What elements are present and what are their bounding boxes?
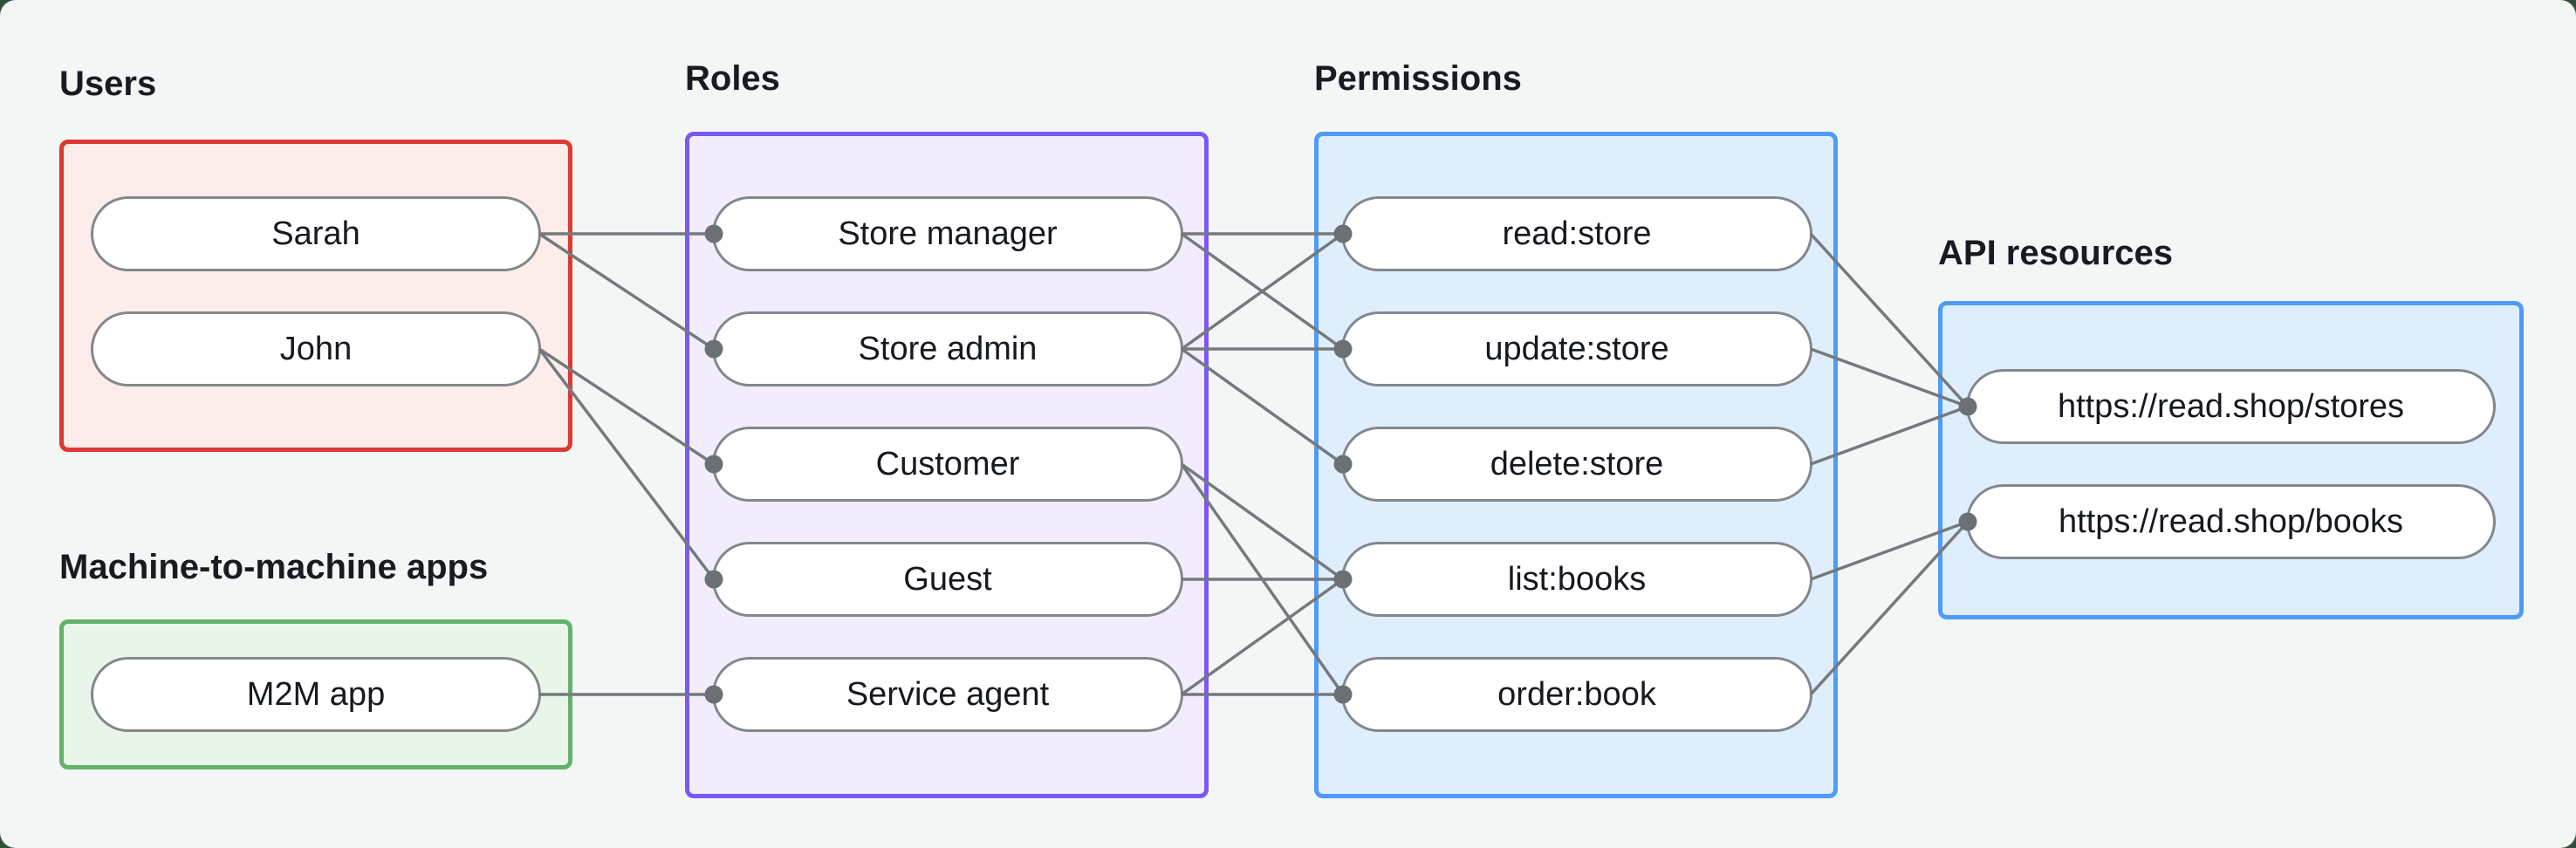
group-label-m2m: Machine-to-machine apps: [59, 548, 489, 586]
group-label-permissions: Permissions: [1314, 59, 1522, 98]
node-pill-sarah: Sarah: [91, 196, 541, 271]
group-label-users: Users: [59, 65, 157, 103]
node-pill-service-agent: Service agent: [712, 657, 1183, 732]
node-pill-m2m-app: M2M app: [91, 657, 541, 732]
node-pill-store-manager: Store manager: [712, 196, 1183, 271]
node-pill-api-books: https://read.shop/books: [1966, 484, 2496, 559]
node-pill-read-store: read:store: [1341, 196, 1812, 271]
group-label-roles: Roles: [685, 59, 780, 98]
node-pill-customer: Customer: [712, 427, 1183, 502]
node-pill-order-book: order:book: [1341, 657, 1812, 732]
group-box-users: [59, 140, 572, 452]
node-pill-guest: Guest: [712, 542, 1183, 617]
node-pill-delete-store: delete:store: [1341, 427, 1812, 502]
node-pill-api-stores: https://read.shop/stores: [1966, 369, 2496, 444]
group-label-api: API resources: [1938, 234, 2174, 272]
node-pill-john: John: [91, 311, 541, 386]
group-box-api: [1938, 301, 2524, 619]
node-pill-update-store: update:store: [1341, 311, 1812, 386]
node-pill-store-admin: Store admin: [712, 311, 1183, 386]
node-pill-list-books: list:books: [1341, 542, 1812, 617]
